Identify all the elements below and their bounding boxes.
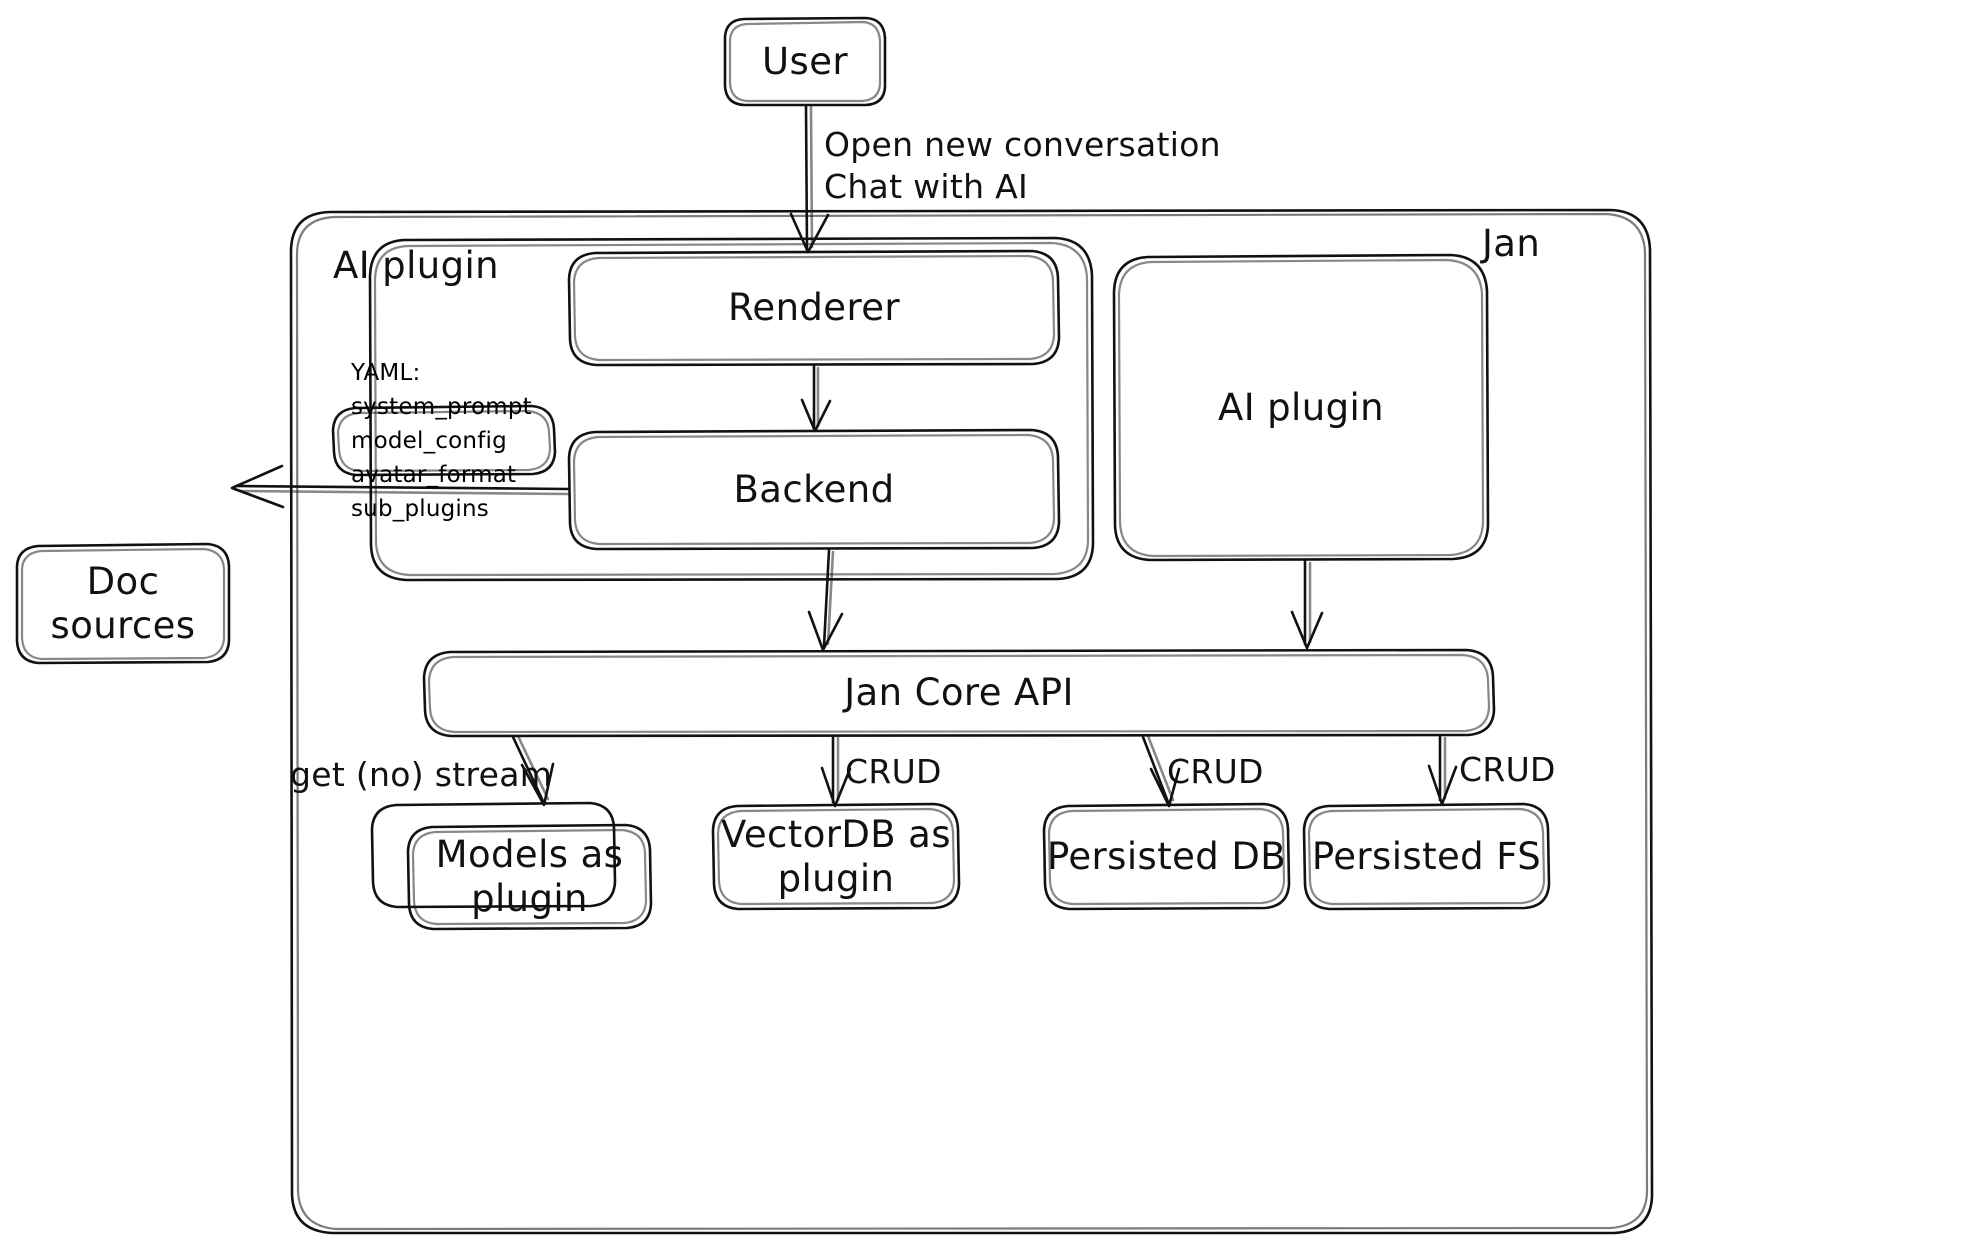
yaml-card[interactable]: YAML: system_prompt model_config avatar_… bbox=[333, 360, 555, 522]
edge-label-crud-persisted-db: CRUD bbox=[1167, 752, 1264, 791]
yaml-key-sub-plugins: sub_plugins bbox=[351, 496, 489, 523]
vectordb-as-plugin-box[interactable]: VectorDB as plugin bbox=[713, 804, 959, 909]
ai-plugin-box[interactable]: AI plugin bbox=[1114, 255, 1488, 560]
edge-core-api-to-vectordb bbox=[820, 735, 852, 808]
ai-plugin-group-label: AI plugin bbox=[333, 244, 500, 287]
renderer-box-shape bbox=[567, 249, 1061, 367]
edge-renderer-to-backend bbox=[800, 364, 832, 433]
models-as-plugin-box[interactable]: Models as plugin bbox=[408, 825, 651, 929]
jan-container-label: Jan bbox=[1482, 222, 1541, 265]
vectordb-as-plugin-box-shape bbox=[711, 802, 961, 911]
yaml-key-avatar-format: avatar_format bbox=[351, 462, 517, 489]
ai-plugin-box-label: AI plugin bbox=[1217, 385, 1385, 429]
edge-core-api-to-persisted-fs bbox=[1427, 735, 1458, 806]
renderer-box[interactable]: Renderer bbox=[569, 251, 1059, 365]
backend-box-label: Backend bbox=[733, 467, 895, 511]
yaml-card-shape bbox=[331, 404, 557, 477]
edge-label-user-to-renderer: Open new conversation Chat with AI bbox=[824, 125, 1221, 207]
yaml-key-model-config: model_config bbox=[351, 427, 507, 454]
user-box-label: User bbox=[762, 40, 848, 84]
jan-container-shape bbox=[289, 208, 1654, 1235]
doc-sources-box-label: Doc sources bbox=[50, 559, 196, 647]
edge-user-to-renderer bbox=[789, 104, 830, 254]
persisted-fs-box-label: Persisted FS bbox=[1311, 834, 1542, 878]
persisted-db-box-shape bbox=[1042, 802, 1291, 911]
edge-core-api-to-persisted-db bbox=[1141, 734, 1181, 808]
edge-label-crud-vectordb: CRUD bbox=[845, 752, 942, 791]
jan-core-api-box-shape bbox=[422, 648, 1496, 738]
renderer-box-label: Renderer bbox=[727, 286, 901, 330]
doc-sources-box-shape bbox=[15, 542, 231, 665]
edge-backend-to-doc-sources bbox=[230, 464, 570, 509]
ai-plugin-box-shape bbox=[1112, 253, 1490, 562]
yaml-header: YAML: bbox=[351, 359, 421, 386]
ai-plugin-group-shape bbox=[368, 236, 1095, 582]
edge-backend-to-core-api bbox=[807, 548, 844, 652]
models-as-plugin-box-shape bbox=[370, 801, 653, 931]
edge-label-get-no-stream: get (no) stream bbox=[290, 755, 553, 794]
user-box[interactable]: User bbox=[725, 18, 885, 106]
edge-core-api-to-models bbox=[511, 734, 555, 807]
user-box-shape bbox=[723, 16, 887, 107]
vectordb-as-plugin-box-label: VectorDB as plugin bbox=[721, 812, 951, 900]
backend-box[interactable]: Backend bbox=[569, 430, 1059, 549]
backend-box-shape bbox=[567, 428, 1061, 551]
doc-sources-box[interactable]: Doc sources bbox=[17, 544, 229, 663]
persisted-fs-box-shape bbox=[1302, 802, 1551, 911]
persisted-db-box-label: Persisted DB bbox=[1047, 834, 1286, 878]
jan-core-api-box[interactable]: Jan Core API bbox=[424, 650, 1494, 736]
models-as-plugin-box-label: Models as plugin bbox=[435, 833, 624, 920]
edge-ai-plugin-to-core-api bbox=[1290, 559, 1324, 650]
persisted-db-box[interactable]: Persisted DB bbox=[1044, 804, 1289, 909]
jan-core-api-box-label: Jan Core API bbox=[844, 671, 1074, 715]
edge-label-crud-persisted-fs: CRUD bbox=[1459, 750, 1556, 789]
yaml-key-system-prompt: system_prompt bbox=[351, 393, 532, 420]
persisted-fs-box[interactable]: Persisted FS bbox=[1304, 804, 1549, 909]
